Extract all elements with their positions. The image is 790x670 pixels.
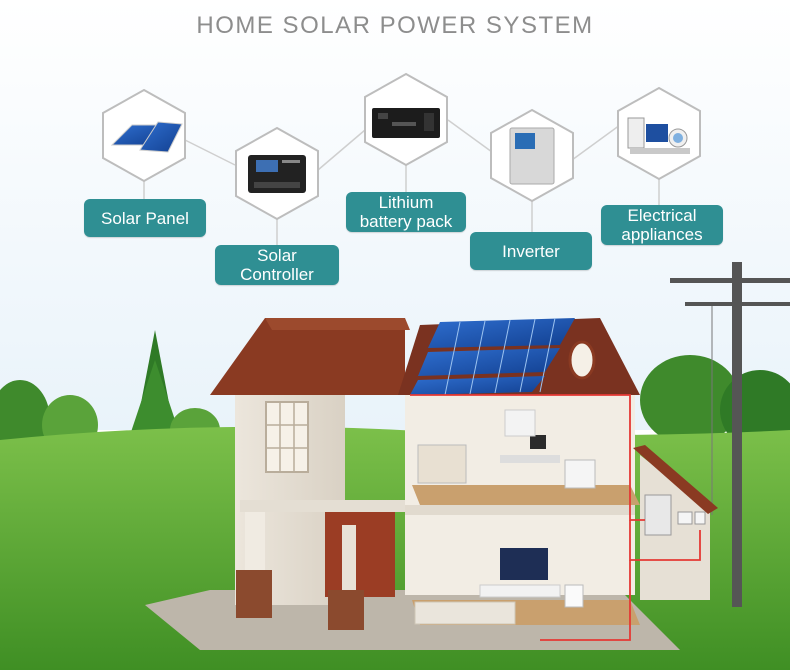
charge-controller-icon: [248, 155, 306, 193]
lithium-battery-label: Lithium battery pack: [346, 192, 466, 232]
electrical-appliances-label: Electrical appliances: [601, 205, 723, 245]
inverter-icon: [509, 127, 555, 185]
annex-wall: [640, 455, 710, 600]
solar-controller-label: Solar Controller: [215, 245, 339, 285]
solar-panel-label: Solar Panel: [84, 199, 206, 237]
solar-controller-hex: [235, 126, 319, 221]
solar-panel-hex: [102, 88, 186, 183]
house: [145, 317, 718, 650]
page-title: HOME SOLAR POWER SYSTEM: [196, 12, 594, 39]
upper-floor: [412, 485, 640, 505]
roof-solar-array: [410, 317, 575, 396]
television: [500, 548, 548, 580]
battery-icon: [372, 108, 440, 138]
inverter-unit: [644, 494, 672, 536]
inverter-label: Inverter: [470, 232, 592, 270]
porch-pillar: [328, 590, 364, 630]
wiring: [410, 394, 701, 641]
left-roof: [210, 318, 405, 395]
window: [265, 401, 309, 473]
inverter-hex: [490, 108, 574, 203]
utility-pole: [670, 262, 790, 607]
porch-door: [325, 512, 395, 597]
appliances-icon: [627, 117, 690, 154]
solar-panel-icon: [110, 121, 183, 153]
lithium-battery-hex: [364, 72, 448, 167]
appliances-hex: [617, 86, 701, 181]
porch-pillar: [236, 570, 272, 618]
